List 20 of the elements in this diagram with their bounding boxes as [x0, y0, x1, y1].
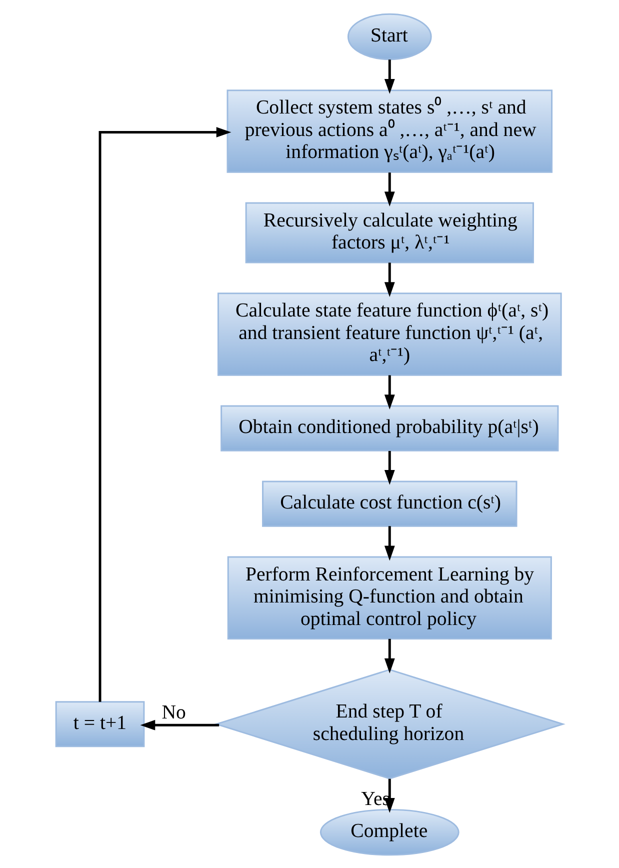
arrow	[384, 262, 395, 297]
arrow	[384, 638, 395, 673]
arrow	[384, 374, 395, 410]
arrow	[384, 450, 395, 484]
edge-label: No	[162, 701, 186, 724]
node-box: Collect system states s⁰ ,…, sᵗ and previous actions a⁰ ,…, aᵗ⁻¹, and new information γₛᵗ(aᵗ), γₐᵗ⁻¹(aᵗ)	[226, 89, 553, 172]
node-box: Perform Reinforcement Learning by minimising Q-function and obtain optimal control policy	[227, 556, 552, 639]
node-box: Recursively calculate weighting factors μᵗ, λᵗ,ᵗ⁻¹	[245, 202, 534, 263]
node-box: Obtain conditioned probability p(aᵗ|sᵗ)	[220, 404, 559, 451]
node-box: Calculate state feature function ϕᵗ(aᵗ, sᵗ) and transient feature function ψᵗ,ᵗ⁻¹ (aᵗ, aᵗ,ᵗ⁻¹)	[217, 292, 562, 376]
arrow	[384, 526, 395, 560]
node-ellipse: Complete	[320, 808, 460, 856]
node-box: t = t+1	[55, 700, 145, 747]
arrow	[384, 59, 395, 94]
arrow	[140, 719, 220, 730]
arrow	[384, 172, 395, 206]
node-diamond: End step T of scheduling horizon	[214, 668, 566, 779]
arrow	[98, 126, 232, 702]
node-box: Calculate cost function c(sᵗ)	[262, 480, 518, 526]
node-ellipse: Start	[347, 12, 432, 60]
